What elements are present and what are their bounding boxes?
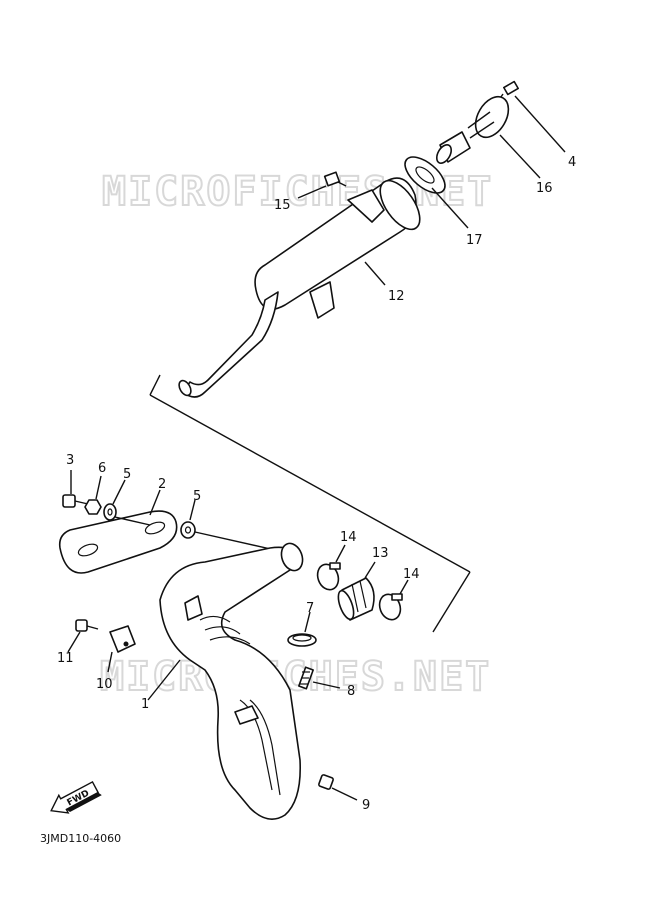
- callout-14-left: 14: [340, 530, 357, 545]
- callout-10: 10: [96, 677, 113, 692]
- part-17-gasket: [404, 156, 469, 229]
- callout-1: 1: [141, 697, 149, 712]
- callout-17: 17: [466, 233, 483, 248]
- callout-5-left: 5: [123, 467, 131, 482]
- part-3-bolt: [62, 470, 89, 508]
- part-5-washer-right: [180, 499, 276, 551]
- part-15-bolt: [297, 171, 347, 199]
- part-13-joint: [337, 561, 376, 621]
- part-6-nut: [84, 475, 102, 515]
- part-9-nut: [318, 774, 358, 801]
- callout-2: 2: [158, 477, 166, 492]
- callout-5-right: 5: [193, 489, 201, 504]
- callout-6: 6: [98, 461, 106, 476]
- part-14-clamp-right: [378, 579, 409, 621]
- callout-8: 8: [347, 684, 355, 699]
- callout-4: 4: [568, 155, 576, 170]
- callout-14-right: 14: [403, 567, 420, 582]
- watermark-bottom: MICROFICHES.NET: [100, 654, 491, 700]
- callout-9: 9: [362, 798, 370, 813]
- part-1-expansion-chamber: [147, 542, 304, 820]
- part-12-muffler: [178, 177, 421, 398]
- part-7-damper: [287, 611, 317, 647]
- callout-3: 3: [66, 453, 74, 468]
- part-11-bolt: [67, 619, 99, 653]
- callout-15: 15: [274, 198, 291, 213]
- callout-12: 12: [388, 289, 405, 304]
- callout-16: 16: [536, 181, 553, 196]
- assembly-outline: [149, 374, 471, 633]
- part-14-clamp-left: [316, 544, 346, 591]
- diagram-code: 3JMD110-4060: [40, 832, 121, 845]
- part-8-spring: [298, 666, 341, 690]
- callout-7: 7: [306, 601, 314, 616]
- fwd-arrow-icon: FWD: [50, 780, 102, 814]
- part-16-tailpipe: [435, 95, 541, 179]
- part-5-washer-left: [103, 479, 126, 521]
- part-10-plate: [107, 625, 136, 673]
- callout-13: 13: [372, 546, 389, 561]
- callout-11: 11: [57, 651, 74, 666]
- part-2-bracket: [58, 489, 178, 574]
